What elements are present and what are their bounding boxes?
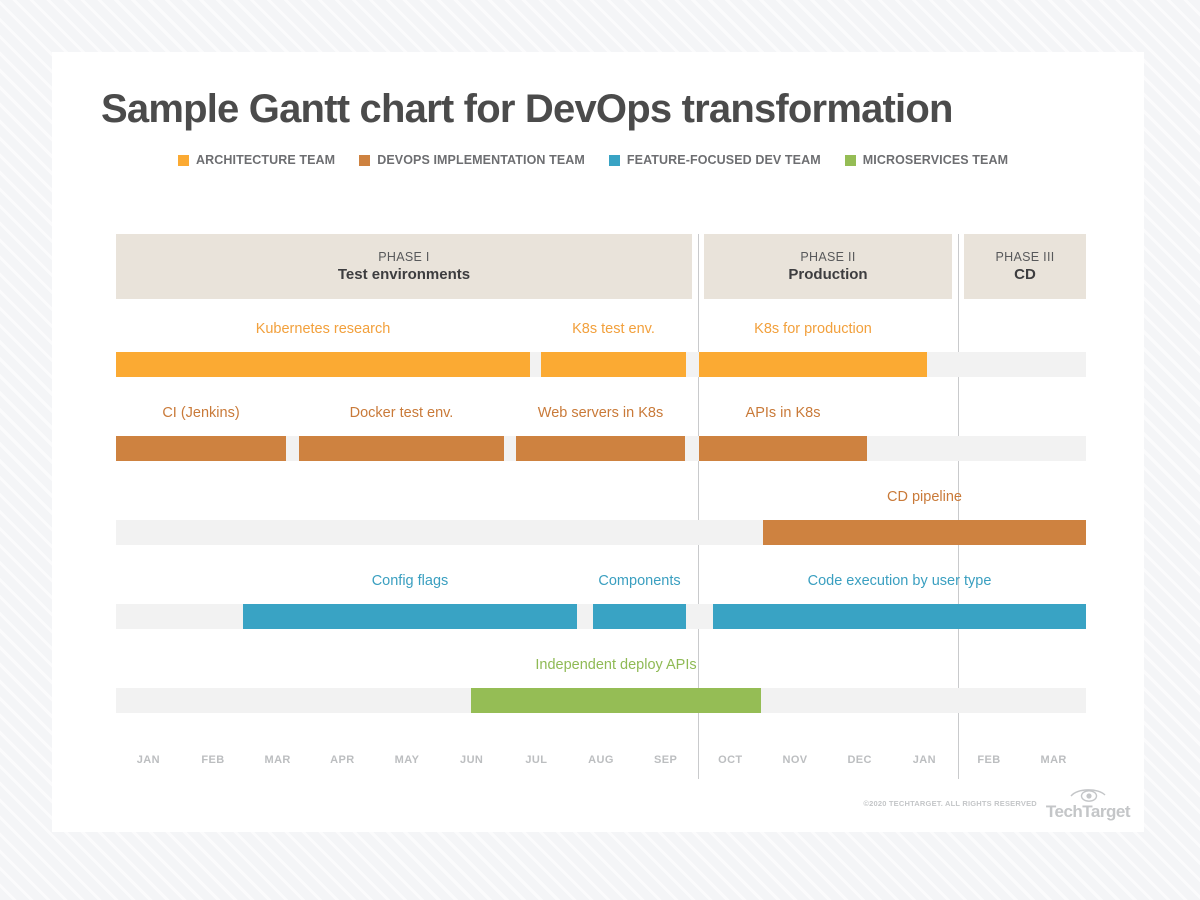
axis-tick-label: MAY — [394, 754, 420, 766]
legend-item: FEATURE-FOCUSED DEV TEAM — [608, 153, 821, 167]
gantt-row: Config flags Components Code execution by … — [116, 568, 1086, 644]
axis-tick-label: AUG — [588, 754, 614, 766]
footer: ©2020 TECHTARGET. ALL RIGHTS RESERVED Te… — [863, 787, 1131, 821]
gantt-bar[interactable] — [516, 436, 685, 461]
legend-swatch-icon — [359, 154, 371, 166]
phase-kicker: PHASE III — [995, 250, 1055, 264]
gantt-bar-label: Web servers in K8s — [537, 405, 664, 421]
month-axis: JAN FEB MAR APR MAY JUN JUL AUG SEP OCT NOV DEC JAN F… — [116, 754, 1086, 779]
gantt-bar[interactable] — [243, 604, 577, 629]
gantt-bar[interactable] — [471, 688, 761, 713]
gantt-bar-label: Code execution by user type — [807, 573, 992, 589]
phase-kicker: PHASE I — [378, 250, 430, 264]
gantt-bar-label: Config flags — [371, 573, 449, 589]
legend-swatch-icon — [608, 154, 620, 166]
gantt-bar[interactable] — [699, 436, 867, 461]
gantt-bar-label: K8s for production — [754, 321, 872, 337]
gantt-bar-label: Docker test env. — [349, 405, 454, 421]
legend-swatch-icon — [178, 154, 189, 166]
gantt-bar[interactable] — [116, 352, 530, 377]
legend-label: DEVOPS IMPLEMENTATION TEAM — [377, 153, 585, 167]
axis-tick-label: OCT — [718, 754, 743, 766]
gantt-row: CD pipeline — [116, 484, 1086, 560]
phase-header: PHASE II Production — [704, 234, 952, 299]
gantt-row: Kubernetes research K8s test env. K8s for … — [116, 316, 1086, 392]
axis-tick-label: DEC — [847, 754, 872, 766]
legend-item: DEVOPS IMPLEMENTATION TEAM — [359, 153, 585, 167]
phase-header: PHASE III CD — [964, 234, 1086, 299]
page-title: Sample Gantt chart for DevOps transforma… — [101, 87, 953, 131]
techtarget-wordmark: TechTarget — [1045, 802, 1131, 821]
phase-divider-line — [698, 234, 699, 779]
gantt-bar[interactable] — [299, 436, 504, 461]
axis-tick-label: JAN — [136, 754, 160, 766]
gantt-row: CI (Jenkins) Docker test env. Web servers … — [116, 400, 1086, 476]
legend: ARCHITECTURE TEAM DEVOPS IMPLEMENTATION T… — [178, 153, 1008, 167]
legend-label: ARCHITECTURE TEAM — [196, 153, 336, 167]
phase-kicker: PHASE II — [800, 250, 856, 264]
gantt-bar[interactable] — [593, 604, 686, 629]
axis-tick-label: SEP — [654, 754, 678, 766]
axis-tick-label: JAN — [912, 754, 936, 766]
gantt-bar[interactable] — [116, 436, 286, 461]
gantt-bar[interactable] — [713, 604, 1086, 629]
gantt-bar-label: K8s test env. — [572, 321, 655, 337]
gantt-bar-label: CD pipeline — [887, 489, 962, 505]
gantt-bar-label: Kubernetes research — [255, 321, 391, 337]
gantt-row: Independent deploy APIs — [116, 652, 1086, 728]
eye-icon — [1070, 789, 1106, 802]
axis-tick-label: FEB — [201, 754, 225, 766]
legend-swatch-icon — [844, 154, 856, 166]
gantt-chart: PHASE I Test environments PHASE II Producti… — [116, 234, 1086, 779]
phase-header-row: PHASE I Test environments PHASE II Producti… — [116, 234, 1086, 299]
phase-name: Production — [788, 266, 868, 283]
axis-tick-label: JUL — [525, 754, 548, 766]
gantt-bar[interactable] — [541, 352, 686, 377]
gantt-bar[interactable] — [699, 352, 927, 377]
phase-name: Test environments — [337, 266, 471, 283]
axis-tick-label: JUN — [460, 754, 484, 766]
legend-label: MICROSERVICES TEAM — [862, 153, 1009, 167]
gantt-bar-label: APIs in K8s — [745, 405, 821, 421]
phase-header: PHASE I Test environments — [116, 234, 692, 299]
gantt-bar-label: Independent deploy APIs — [535, 657, 697, 673]
chart-card: Sample Gantt chart for DevOps transforma… — [52, 52, 1144, 832]
gantt-bar-label: CI (Jenkins) — [162, 405, 240, 421]
legend-item: MICROSERVICES TEAM — [844, 153, 1009, 167]
legend-item: ARCHITECTURE TEAM — [178, 153, 335, 167]
axis-tick-label: MAR — [264, 754, 291, 766]
copyright-text: ©2020 TECHTARGET. ALL RIGHTS RESERVED — [863, 799, 1037, 808]
phase-divider-line — [958, 234, 959, 779]
phase-name: CD — [1014, 266, 1036, 283]
axis-tick-label: MAR — [1040, 754, 1067, 766]
legend-label: FEATURE-FOCUSED DEV TEAM — [626, 153, 821, 167]
gantt-bar[interactable] — [763, 520, 1086, 545]
techtarget-logo: TechTarget — [1045, 787, 1131, 821]
axis-tick-label: NOV — [782, 754, 808, 766]
gantt-bar-label: Components — [598, 573, 681, 589]
axis-tick-label: APR — [330, 754, 355, 766]
axis-tick-label: FEB — [977, 754, 1001, 766]
